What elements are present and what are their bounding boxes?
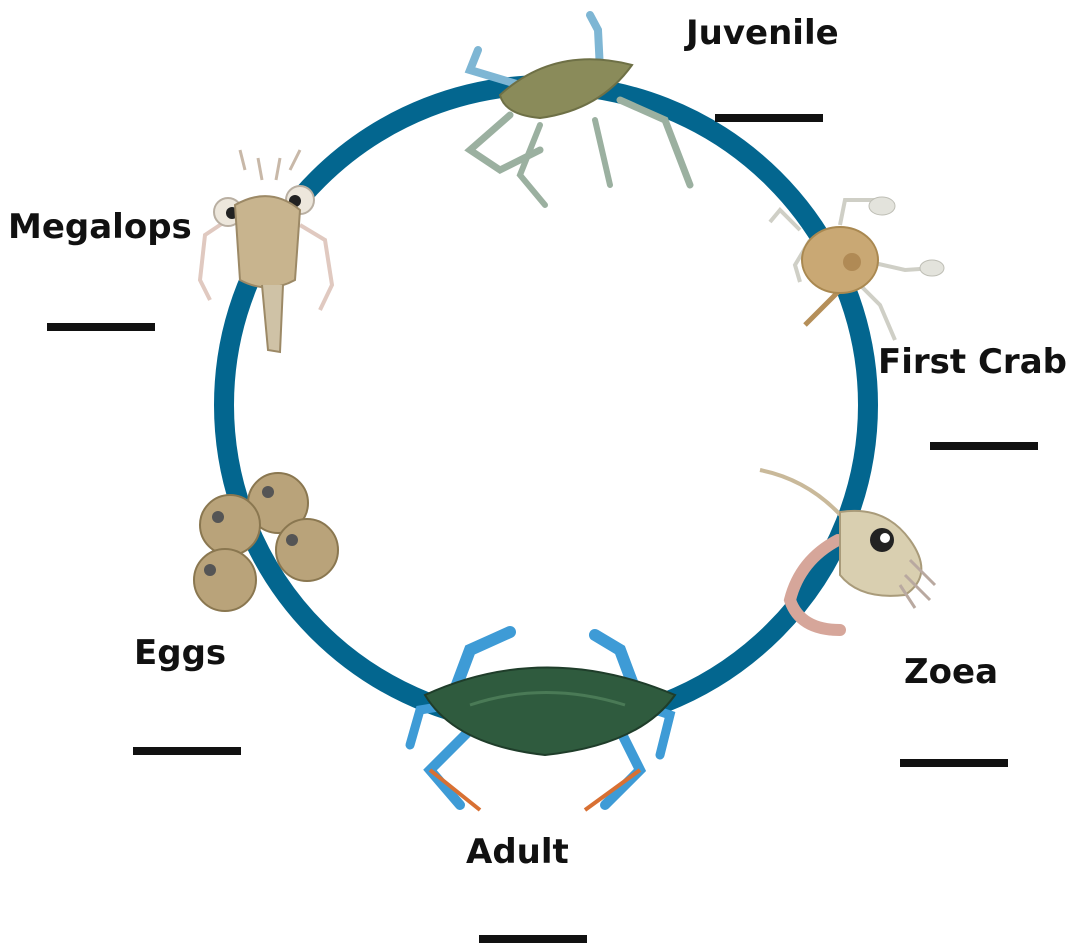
answer-blank-zoea[interactable] — [900, 759, 1008, 767]
label-adult: Adult — [466, 835, 569, 869]
answer-blank-eggs[interactable] — [133, 747, 241, 755]
adult-blue-crab-icon — [410, 632, 675, 810]
answer-blank-first-crab[interactable] — [930, 442, 1038, 450]
answer-blank-adult[interactable] — [479, 935, 587, 943]
label-megalops: Megalops — [8, 210, 192, 244]
label-zoea: Zoea — [904, 655, 998, 689]
cycle-ring — [224, 85, 868, 725]
label-juvenile: Juvenile — [686, 16, 839, 50]
label-first-crab: First Crab — [878, 345, 1067, 379]
answer-blank-juvenile[interactable] — [715, 114, 823, 122]
answer-blank-megalops[interactable] — [47, 323, 155, 331]
label-eggs: Eggs — [134, 636, 226, 670]
